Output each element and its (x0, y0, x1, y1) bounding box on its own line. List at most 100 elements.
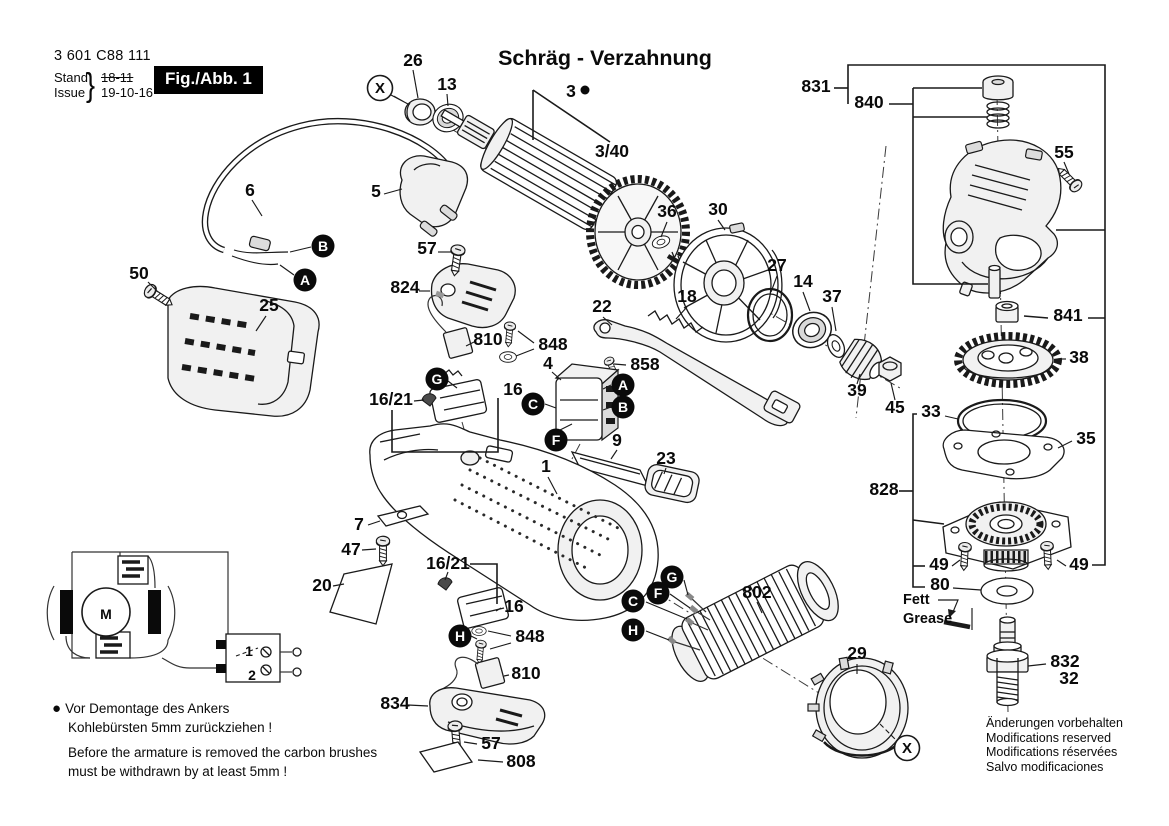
part-label-3: 3 (566, 81, 576, 101)
grease-label-en: Grease (903, 611, 952, 627)
note-bullet-icon: ● (52, 700, 62, 717)
part-label-23: 23 (656, 448, 676, 468)
note-dot-icon (580, 85, 590, 95)
part-label-848-top: 848 (538, 334, 567, 354)
part-label-35: 35 (1076, 428, 1096, 448)
note-en-line2: must be withdrawn by at least 5mm ! (68, 764, 288, 779)
part-label-27: 27 (767, 255, 786, 275)
part-label-32: 32 (1059, 668, 1079, 688)
date-brace: } (86, 66, 96, 104)
spring-840 (986, 101, 1010, 129)
note-en-line1: Before the armature is removed the carbo… (68, 745, 378, 760)
part-label-848-bottom: 848 (515, 626, 544, 646)
part-label-29: 29 (847, 643, 867, 663)
part-label-7: 7 (354, 514, 364, 534)
part-label-25: 25 (259, 295, 279, 315)
switch-4 (554, 363, 620, 442)
stand-label: Stand (54, 70, 88, 85)
grease-label-de: Fett (903, 592, 930, 608)
part-label-16-21-top: 16/21 (369, 389, 413, 409)
svg-text:G: G (432, 371, 443, 387)
part-label-18: 18 (677, 286, 697, 306)
brush-holder-16-top (429, 369, 488, 423)
part-label-831: 831 (801, 76, 830, 96)
armature-3-40 (440, 109, 690, 289)
part-label-47: 47 (341, 539, 360, 559)
mains-plug-5 (399, 155, 469, 237)
svg-text:X: X (902, 740, 912, 757)
crown-gear-38 (954, 332, 1062, 388)
part-label-808: 808 (506, 751, 535, 771)
screw-47 (375, 535, 391, 567)
disclaimer-fr: Modifications réservées (986, 745, 1118, 759)
inset-motor-label: M (100, 606, 112, 622)
part-label-22: 22 (592, 296, 612, 316)
document-part-number: 3 601 C88 111 (54, 48, 151, 64)
callout-letter-A-switch: A (611, 373, 635, 397)
air-guide-ring-29 (807, 656, 909, 759)
part-label-26: 26 (403, 50, 423, 70)
callout-letter-B-cable: B (311, 234, 335, 258)
part-label-39: 39 (847, 380, 867, 400)
callout-letter-F-coil: F (646, 581, 670, 605)
part-label-802: 802 (742, 582, 771, 602)
part-label-3-40: 3/40 (595, 141, 629, 161)
callout-letter-H-coil: H (621, 618, 645, 642)
part-label-57-bottom: 57 (481, 733, 500, 753)
motor-housing-1 (369, 423, 659, 621)
clip-16-21-top (421, 393, 437, 407)
bearing-flange-828 (942, 501, 1072, 572)
part-label-49-left: 49 (929, 554, 949, 574)
flange-plate-35 (942, 429, 1065, 480)
part-label-33: 33 (921, 401, 941, 421)
callout-letter-C-coil: C (621, 589, 645, 613)
brush-cover-824 (430, 263, 516, 329)
grommet-841 (995, 300, 1019, 323)
svg-text:C: C (628, 593, 638, 609)
svg-text:B: B (618, 399, 628, 415)
callout-letter-C-switch: C (521, 392, 545, 416)
part-label-810-bottom: 810 (511, 663, 540, 683)
bevel-pinion-39 (839, 338, 884, 381)
note-de-line1: ●Vor Demontage des Ankers (52, 700, 230, 717)
part-label-38: 38 (1069, 347, 1089, 367)
part-label-840: 840 (854, 92, 883, 112)
grease-mark (938, 599, 973, 630)
svg-text:B: B (318, 238, 328, 254)
svg-text:H: H (628, 622, 638, 638)
screw-washer-848-bottom (471, 626, 488, 665)
part-label-1: 1 (541, 456, 551, 476)
gear-housing-831 (942, 139, 1062, 297)
inset-terminal-2: 2 (248, 667, 256, 683)
brush-holder-16-bottom (457, 587, 509, 629)
part-label-30: 30 (708, 199, 728, 219)
svg-text:G: G (667, 569, 678, 585)
field-coil-802 (667, 561, 839, 682)
svg-text:A: A (300, 272, 310, 288)
spring-18 (647, 310, 704, 333)
part-label-824: 824 (390, 277, 419, 297)
part-label-16-top: 16 (503, 379, 523, 399)
part-label-9: 9 (612, 430, 622, 450)
part-label-50: 50 (129, 263, 149, 283)
part-label-16-21-bottom: 16/21 (426, 553, 470, 573)
callout-letter-X-top: X (366, 74, 394, 102)
switch-button-23 (644, 463, 700, 504)
modifications-disclaimer: Änderungen vorbehalten Modifications res… (986, 716, 1123, 774)
clip-16-21-bottom (437, 577, 453, 591)
part-label-4: 4 (543, 353, 553, 373)
part-label-14: 14 (793, 271, 813, 291)
part-label-57-top: 57 (417, 238, 436, 258)
part-label-6: 6 (245, 180, 255, 200)
part-label-45: 45 (885, 397, 905, 417)
callout-letter-G-top: G (425, 367, 449, 391)
diagram-title: Schräg - Verzahnung (498, 46, 712, 70)
issue-date: 19-10-16 (101, 85, 154, 100)
callout-letter-A-cable: A (293, 268, 317, 292)
label-sticker-20 (329, 563, 393, 625)
spindle-832 (986, 616, 1029, 707)
callout-letter-F-switch: F (544, 428, 568, 452)
svg-text:X: X (375, 80, 385, 97)
part-label-841: 841 (1053, 305, 1082, 325)
